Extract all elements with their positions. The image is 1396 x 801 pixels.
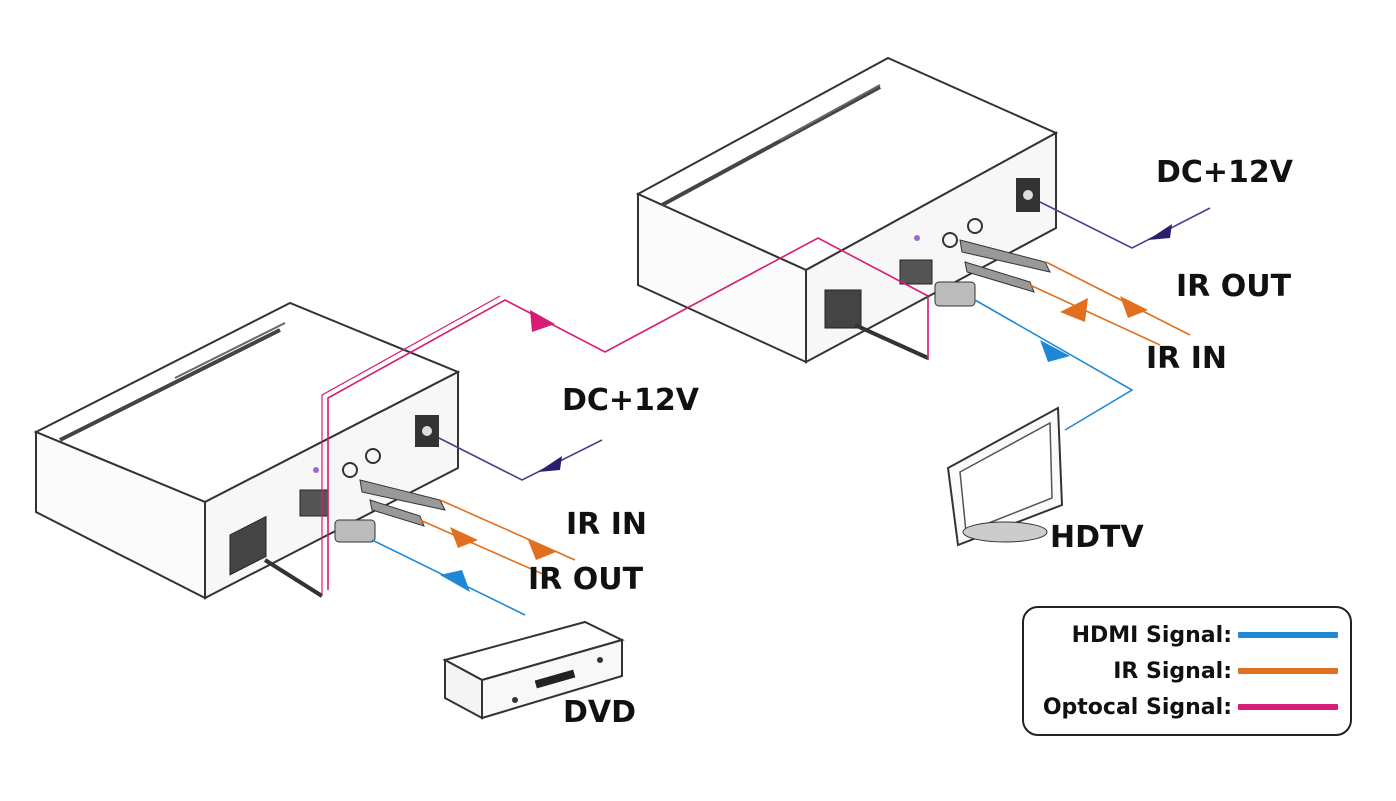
right-dc-label: DC+12V [1156, 155, 1294, 190]
signal-legend: HDMI Signal: IR Signal: Optocal Signal: [1022, 606, 1352, 736]
ir-cables-left [419, 499, 576, 576]
right-ir-in-label: IR IN [1146, 341, 1227, 376]
legend-row-optical: Optocal Signal: [1043, 692, 1338, 722]
legend-label-optical: Optocal Signal: [1042, 694, 1232, 720]
power-cable-right [1039, 201, 1211, 249]
legend-swatch-hdmi [1238, 632, 1338, 638]
left-ir-out-label: IR OUT [528, 562, 644, 597]
hdtv-device [946, 406, 1064, 547]
legend-swatch-optical [1238, 704, 1338, 710]
dvd-label: DVD [563, 695, 637, 730]
legend-label-ir: IR Signal: [1113, 658, 1232, 684]
optical-arrow [530, 310, 555, 332]
left-ir-in-label: IR IN [566, 507, 647, 542]
legend-row-hdmi: HDMI Signal: [1072, 620, 1338, 650]
hdmi-cable-left [371, 539, 526, 616]
hdmi-cable-right [974, 299, 1134, 431]
optical-fiber-line [321, 237, 929, 596]
ir-cables-right [1029, 261, 1191, 346]
hdtv-label: HDTV [1050, 520, 1144, 555]
receiver-box [635, 56, 1059, 364]
transmitter-box [33, 301, 461, 600]
legend-label-hdmi: HDMI Signal: [1071, 622, 1232, 648]
legend-row-ir: IR Signal: [1113, 656, 1338, 686]
legend-swatch-ir [1238, 668, 1338, 674]
power-cable-left [438, 437, 603, 481]
dvd-device [442, 620, 625, 720]
right-ir-out-label: IR OUT [1176, 269, 1292, 304]
left-dc-label: DC+12V [562, 383, 700, 418]
